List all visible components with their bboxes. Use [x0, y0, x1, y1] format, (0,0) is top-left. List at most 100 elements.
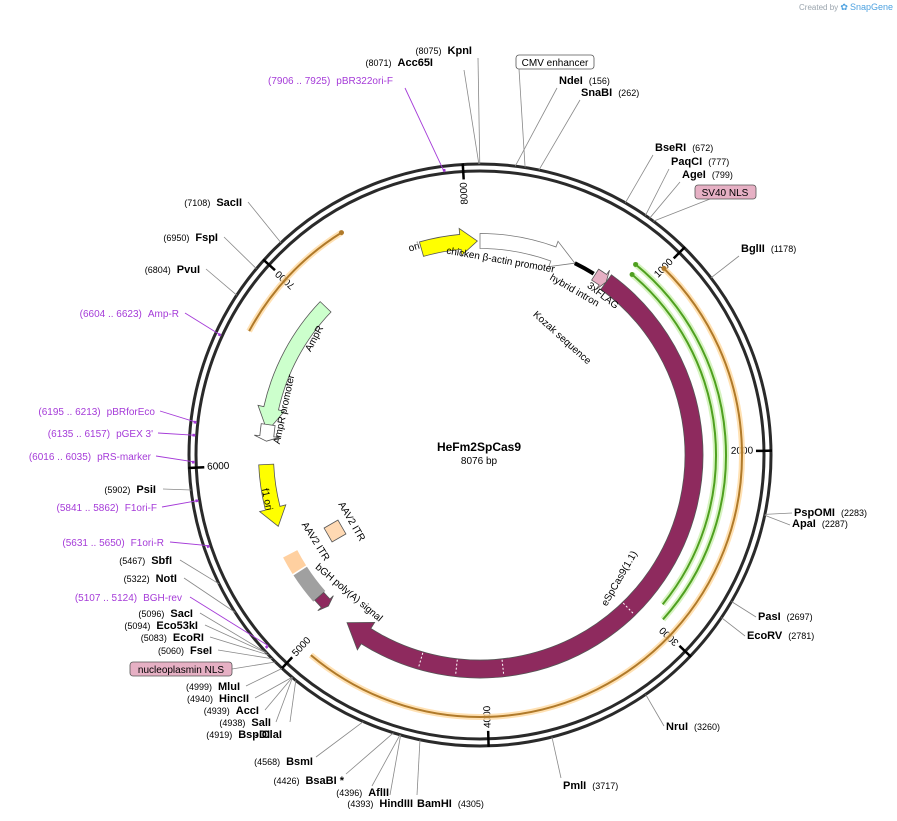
- site-AccI: (4939)AccI: [204, 705, 259, 717]
- leader-PmlI: [551, 736, 562, 779]
- leader-AccI: [264, 677, 293, 711]
- tick-label-6000: 6000: [207, 461, 230, 473]
- site-PasI: PasI(2697): [758, 611, 813, 623]
- primer-leader-4: [155, 455, 196, 463]
- site-PspOMI: PspOMI(2283): [794, 507, 867, 519]
- leader-EcoRI: [209, 636, 269, 656]
- site-SacI: (5096)SacI: [138, 608, 193, 620]
- aav2-itr-right-block: [323, 519, 347, 543]
- green-arc-inner-end: [629, 272, 635, 278]
- ampr-promoter-arrow: [254, 423, 280, 442]
- leader-KpnI: [477, 57, 481, 165]
- primer-pBRforEco: (6195 .. 6213)pBRforEco: [38, 407, 155, 418]
- site-BamHI: BamHI(4305): [417, 798, 484, 810]
- leader-BglII: [710, 255, 740, 279]
- site-FspI: (6950)FspI: [163, 232, 218, 244]
- primer-leader-0: [404, 87, 445, 173]
- cas9-divider-0: [622, 602, 635, 615]
- leader-BspDI: [289, 680, 297, 723]
- primer-leader-6: [169, 541, 210, 547]
- leader-BsaBI: [345, 732, 394, 775]
- primer-leader-3: [157, 432, 196, 436]
- kozak-label: Kozak sequence: [531, 309, 594, 367]
- sv40-nls-label: SV40 NLS: [702, 188, 749, 199]
- ampr-arrow: [257, 301, 332, 433]
- leader-NotI: [183, 577, 236, 613]
- site-SnaBI: SnaBI(262): [581, 87, 639, 99]
- leader-PsiI: [162, 488, 192, 491]
- backbone-outer-circle: [187, 162, 773, 748]
- primer-F1oriR: (5631 .. 5650)F1ori-R: [62, 538, 164, 549]
- leader-ApaI: [764, 514, 791, 526]
- site-Eco53kI: (5094)Eco53kI: [124, 620, 198, 632]
- leader-SnaBI: [538, 99, 581, 171]
- leader-HincII: [254, 676, 293, 699]
- leader-NruI: [645, 694, 665, 727]
- site-EcoRV: EcoRV(2781): [747, 630, 814, 642]
- primer-leader-1: [184, 312, 222, 336]
- primer-pRSmarker: (6016 .. 6035)pRS-marker: [29, 452, 152, 463]
- tick-8000: [461, 163, 465, 180]
- tick-1000: [672, 246, 686, 260]
- green-arc-outer: [634, 263, 727, 621]
- ori-label: ori: [407, 241, 421, 255]
- leader-PvuI: [205, 268, 238, 296]
- plasmid-length: 8076 bp: [461, 456, 498, 467]
- leader-cmv-enhancer: [518, 68, 526, 168]
- hybrid-intron-bar: [573, 261, 595, 276]
- site-labels: (8075)KpnI(8071)Acc65INdeI(156)SnaBI(262…: [29, 45, 867, 810]
- plasmid-name: HeFm2SpCas9: [437, 440, 521, 454]
- primer-mark-7: [264, 645, 269, 649]
- site-EcoRI: (5083)EcoRI: [141, 632, 204, 644]
- backbone-inner-circle: [194, 169, 766, 741]
- ori-arrow: [418, 227, 478, 257]
- leader-BseRI: [624, 154, 654, 204]
- primer-leader-2: [159, 410, 197, 423]
- tick-label-5000: 5000: [290, 635, 313, 659]
- site-PvuI: (6804)PvuI: [145, 264, 200, 276]
- nls-arrow: [314, 591, 334, 612]
- site-NruI: NruI(3260): [666, 721, 720, 733]
- leader-AflII: [371, 734, 401, 787]
- cas9-arrow: [346, 274, 704, 679]
- orange-arc-left: [248, 231, 343, 332]
- site-PaqCI: PaqCI(777): [671, 156, 729, 168]
- leader-SacII: [247, 201, 282, 243]
- snapgene-logo-icon: ✿: [840, 2, 848, 12]
- nucleoplasmin-nls-box: nucleoplasmin NLS: [129, 661, 233, 677]
- f1-ori-arrow: [258, 463, 287, 528]
- site-ClaI: - ClaI: [255, 729, 282, 741]
- snapgene-credit: Created by ✿SnapGene: [799, 2, 893, 13]
- primer-mark-6: [206, 544, 210, 549]
- site-KpnI: (8075)KpnI: [416, 45, 472, 57]
- leader-Eco53kI: [204, 624, 268, 654]
- site-MluI: (4999)MluI: [186, 681, 240, 693]
- leader-Acc65I: [463, 69, 480, 165]
- leader-SbfI: [179, 559, 220, 585]
- orange-arc-right: [310, 267, 743, 718]
- site-PmlI: PmlI(3717): [563, 780, 618, 792]
- credit-brand: SnapGene: [849, 2, 893, 12]
- site-AgeI: AgeI(799): [682, 169, 733, 181]
- leader-BamHI: [416, 739, 421, 796]
- aav2-itr-left-block: [283, 550, 307, 574]
- leader-NdeI: [514, 87, 558, 167]
- primer-leader-7: [189, 596, 269, 647]
- nucleoplasmin-nls-label: nucleoplasmin NLS: [138, 665, 224, 676]
- site-SacII: (7108)SacII: [184, 197, 242, 209]
- primer-F1oriF: (5841 .. 5862)F1ori-F: [57, 503, 158, 514]
- site-BspDI: (4919)BspDI: [206, 729, 270, 741]
- leader-MluI: [245, 668, 283, 687]
- leader-FseI: [217, 649, 273, 660]
- feature-shapes: [254, 227, 704, 679]
- green-arc-inner: [631, 273, 717, 606]
- leader-BsmI: [315, 721, 364, 758]
- site-ApaI: ApaI(2287): [792, 518, 848, 530]
- site-NotI: (5322)NotI: [124, 573, 177, 585]
- primer-AmpR: (6604 .. 6623)Amp-R: [80, 309, 179, 320]
- leader-SalI: [275, 677, 293, 723]
- feature-arcs: [246, 230, 745, 720]
- site-BseRI: BseRI(672): [655, 142, 713, 154]
- site-BsaBI: (4426)BsaBI *: [273, 775, 344, 787]
